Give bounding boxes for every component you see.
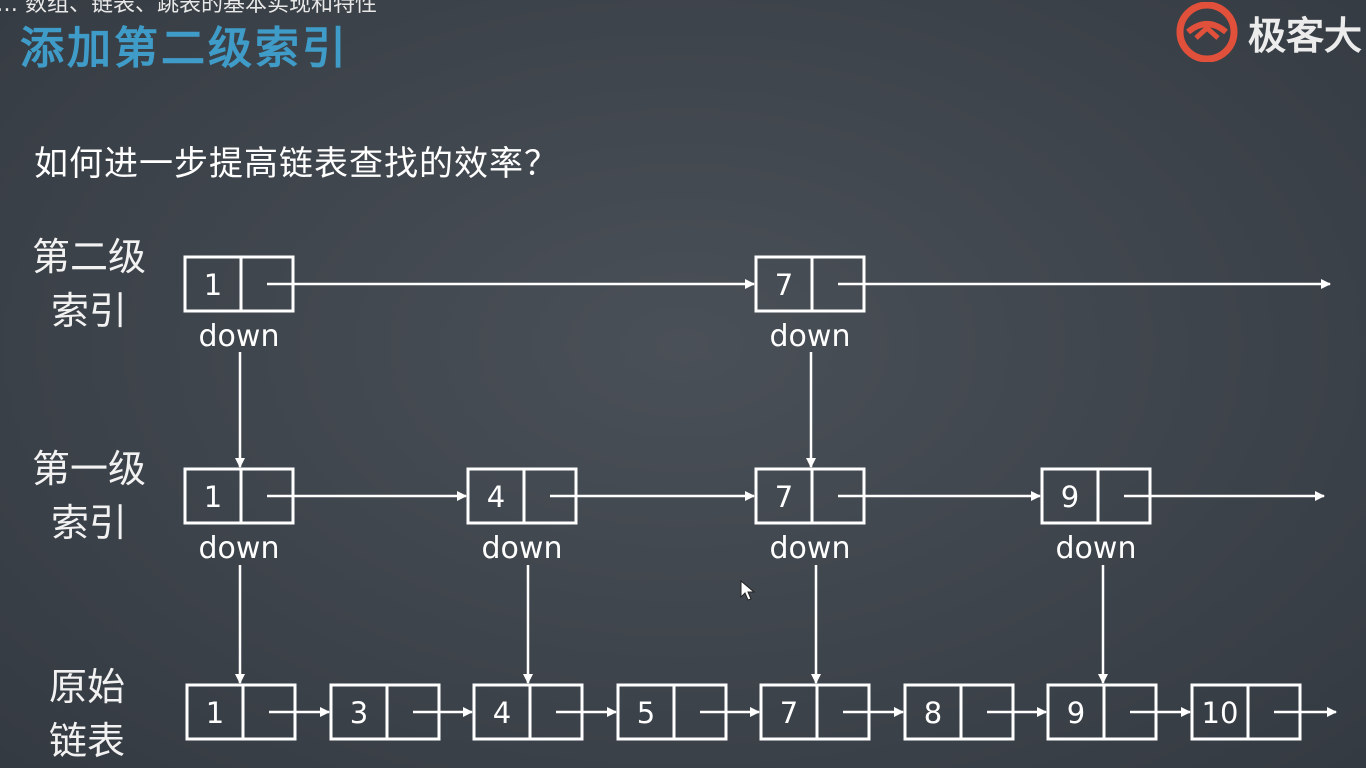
original-node-8-value: 8 — [924, 696, 942, 730]
original-node-7-value: 7 — [780, 696, 798, 730]
original-node-3-value: 3 — [350, 696, 368, 730]
level2-down-label-1: down — [199, 319, 280, 354]
original-node-1-value: 1 — [206, 696, 224, 730]
level2-node-1-value: 1 — [204, 268, 222, 302]
mouse-pointer-icon — [740, 580, 756, 601]
level1-label-line1: 第一级 — [31, 447, 146, 491]
level1-down-label-1: down — [199, 531, 280, 566]
level2-down-label-7: down — [770, 319, 851, 354]
level1-node-4-value: 4 — [487, 480, 505, 514]
brand-name: 极客大 — [1248, 13, 1363, 58]
slide-title: 添加第二级索引 — [20, 23, 349, 74]
original-list-label-line2: 链表 — [48, 719, 125, 763]
level1-node-1-value: 1 — [204, 480, 222, 514]
original-list-label-line1: 原始 — [48, 665, 125, 709]
level2-node-7-value: 7 — [775, 268, 793, 302]
level1-down-label-9: down — [1056, 531, 1137, 566]
video-caption: … 数组、链表、跳表的基本实现和特性 — [0, 0, 377, 17]
original-node-10-value: 10 — [1202, 696, 1239, 730]
original-node-9-value: 9 — [1067, 696, 1085, 730]
level2-label-line2: 索引 — [50, 289, 127, 333]
geekbang-logo-icon — [1176, 2, 1238, 62]
question-text: 如何进一步提高链表查找的效率？ — [34, 144, 559, 184]
level1-label: 第一级 索引 — [24, 442, 154, 550]
original-node-4-value: 4 — [493, 696, 511, 730]
level1-label-line2: 索引 — [50, 501, 127, 545]
original-node-5-value: 5 — [637, 696, 655, 730]
level1-down-label-7: down — [770, 531, 851, 566]
brand-logo: 极客大 — [1174, 2, 1362, 62]
original-list-label: 原始 链表 — [22, 660, 152, 768]
level1-node-7-value: 7 — [775, 480, 793, 514]
level1-node-9-value: 9 — [1061, 480, 1079, 514]
level2-label-line1: 第二级 — [31, 235, 146, 279]
level2-label: 第二级 索引 — [24, 230, 154, 338]
level1-down-label-4: down — [482, 531, 563, 566]
